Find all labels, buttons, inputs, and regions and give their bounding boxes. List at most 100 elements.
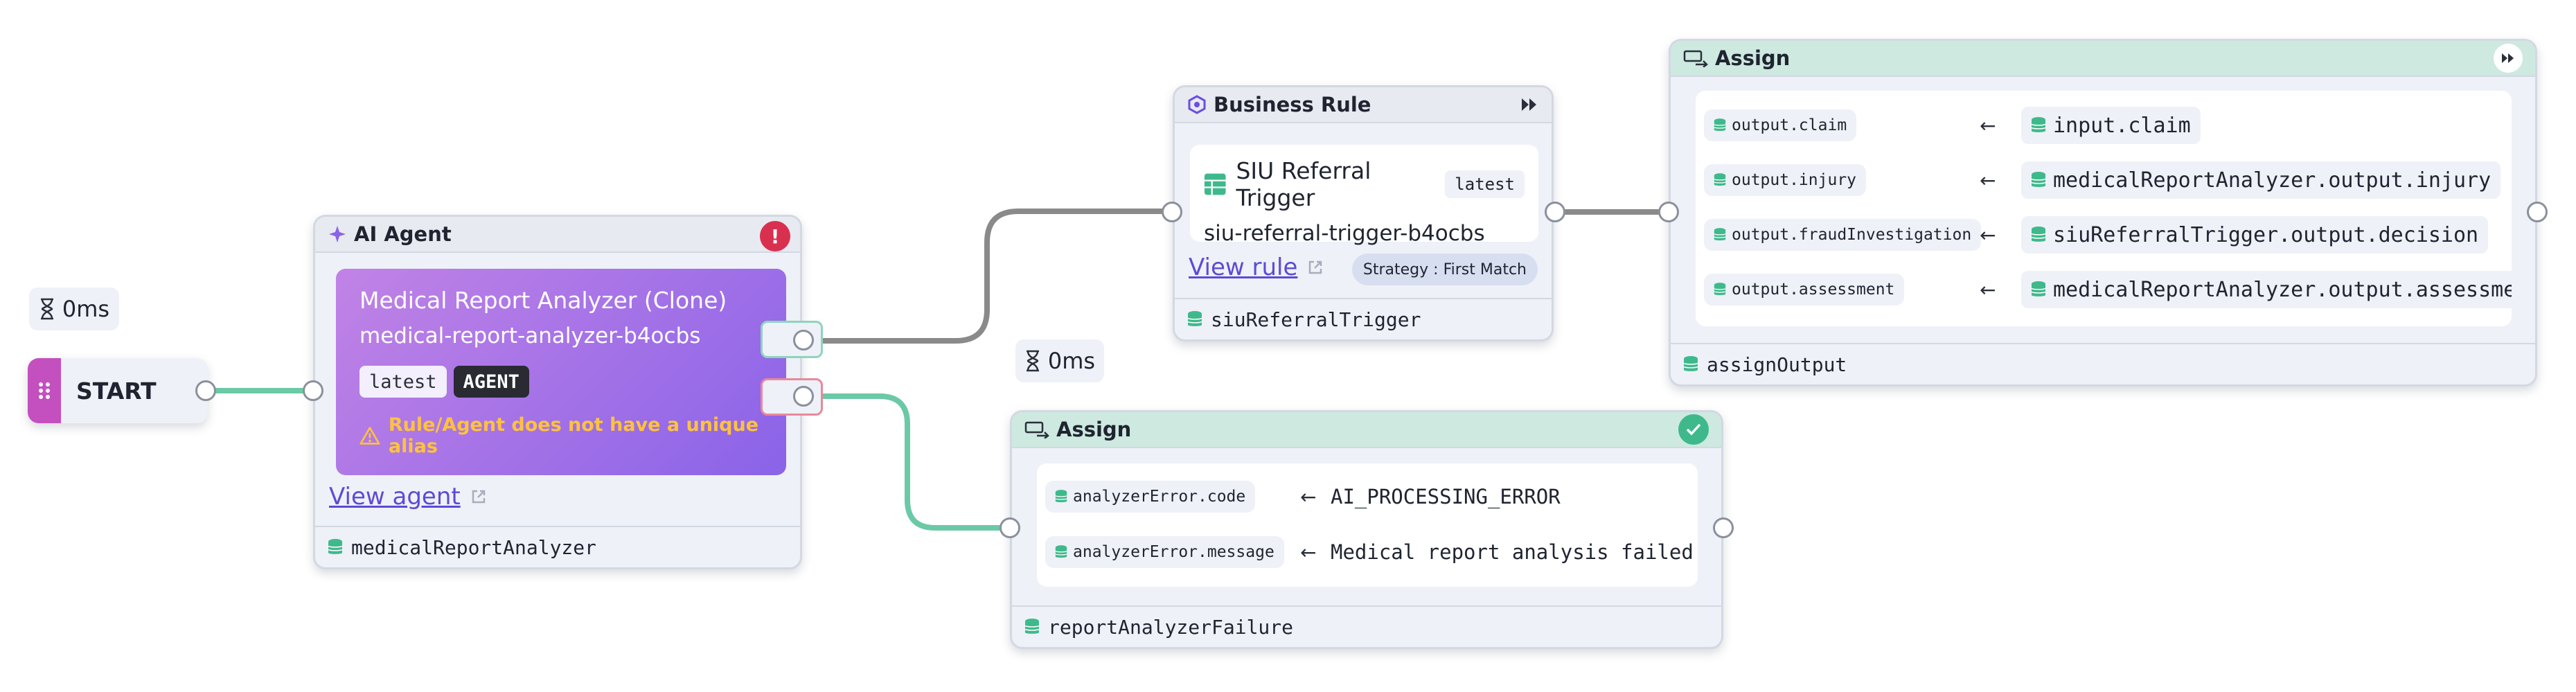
mapping-target: output.claim: [1704, 109, 1857, 141]
type-tag: AGENT: [453, 366, 529, 398]
start-output-port[interactable]: [195, 380, 216, 401]
hexagon-icon: [1188, 95, 1206, 114]
business-rule-title: Business Rule: [1214, 93, 1371, 116]
business-rule-node[interactable]: Business Rule SIU Referral Trigger lates…: [1173, 85, 1554, 341]
database-icon: [328, 539, 343, 554]
start-delay-value: 0ms: [62, 296, 110, 322]
agent-slug: medical-report-analyzer-b4ocbs: [359, 323, 701, 348]
edge-agent-failure-to-assign: [803, 393, 1010, 531]
left-arrow-icon: ←: [1980, 114, 1996, 137]
database-icon: [1714, 228, 1726, 241]
mapping-row: analyzerError.message ← Medical report ana…: [1037, 531, 1698, 573]
mapping-target: analyzerError.message: [1045, 536, 1284, 568]
assign-failure-output-port[interactable]: [1713, 517, 1734, 538]
grip-icon: [39, 382, 50, 399]
assign-icon: [1683, 50, 1708, 67]
agent-success-port[interactable]: [793, 330, 814, 351]
rule-card[interactable]: SIU Referral Trigger latest siu-referral…: [1190, 145, 1538, 246]
database-icon: [1187, 311, 1202, 326]
left-arrow-icon: ←: [1980, 168, 1996, 192]
mapping-row: analyzerError.code ← AI_PROCESSING_ERROR: [1037, 476, 1698, 517]
assign-delay-timer: 0ms: [1015, 339, 1104, 382]
assign-failure-footer: reportAnalyzerFailure: [1012, 605, 1721, 647]
start-label: START: [76, 377, 157, 405]
assign-delay-value: 0ms: [1047, 348, 1096, 374]
start-node[interactable]: START: [28, 358, 208, 423]
ai-agent-node[interactable]: AI Agent ! Medical Report Analyzer (Clon…: [313, 215, 802, 569]
agent-card[interactable]: Medical Report Analyzer (Clone) medical-…: [336, 269, 786, 475]
mapping-source: AI_PROCESSING_ERROR: [1331, 485, 1561, 508]
table-icon: [1204, 173, 1226, 195]
agent-name: Medical Report Analyzer (Clone): [359, 287, 727, 314]
rule-output-port[interactable]: [1545, 202, 1565, 222]
version-tag: latest: [359, 366, 447, 398]
agent-tags: latest AGENT: [359, 366, 763, 398]
assign-output-variable: assignOutput: [1707, 353, 1847, 376]
assign-icon: [1024, 421, 1049, 438]
database-icon: [1683, 356, 1698, 371]
mapping-source: Medical report analysis failed.: [1331, 540, 1698, 564]
database-icon: [1714, 118, 1726, 132]
mapping-row: output.injury←medicalReportAnalyzer.outp…: [1696, 159, 2512, 201]
mapping-row: output.fraudInvestigation←siuReferralTri…: [1696, 214, 2512, 256]
agent-failure-port[interactable]: [793, 386, 814, 407]
sparkle-icon: [329, 226, 346, 242]
left-arrow-icon: ←: [1300, 540, 1317, 564]
assign-output-output-port[interactable]: [2527, 202, 2548, 222]
assign-failure-title: Assign: [1056, 418, 1132, 441]
fast-forward-icon[interactable]: [1520, 97, 1539, 112]
assign-failure-input-port[interactable]: [1000, 517, 1020, 538]
check-icon: [1686, 423, 1701, 436]
run-button[interactable]: [2494, 44, 2523, 73]
database-icon: [1714, 173, 1726, 186]
rule-input-port[interactable]: [1162, 202, 1182, 222]
view-agent-text[interactable]: View agent: [329, 483, 461, 511]
left-arrow-icon: ←: [1980, 223, 1996, 247]
database-icon: [2031, 117, 2046, 132]
view-agent-link[interactable]: View agent: [329, 483, 488, 511]
database-icon: [2031, 227, 2046, 242]
database-icon: [1055, 490, 1067, 503]
hourglass-icon: [40, 298, 53, 320]
assign-output-input-port[interactable]: [1658, 202, 1679, 222]
business-rule-footer: siuReferralTrigger: [1175, 298, 1552, 339]
rule-version-tag: latest: [1445, 170, 1525, 198]
view-rule-text[interactable]: View rule: [1189, 254, 1298, 281]
external-link-icon: [472, 490, 485, 504]
ai-agent-title: AI Agent: [354, 222, 452, 246]
left-arrow-icon: ←: [1300, 485, 1317, 508]
fast-forward-icon: [2502, 53, 2514, 63]
hourglass-icon: [1026, 350, 1039, 372]
database-icon: [2031, 172, 2046, 187]
mapping-source: medicalReportAnalyzer.output.injury: [2021, 161, 2501, 199]
strategy-text: Strategy : First Match: [1362, 260, 1527, 278]
database-icon: [1714, 283, 1726, 296]
view-rule-link[interactable]: View rule: [1189, 254, 1325, 281]
drag-handle[interactable]: [28, 358, 61, 423]
external-link-icon: [1309, 260, 1322, 274]
mapping-row: output.claim ← input.claim: [1696, 105, 2512, 146]
assign-failure-variable: reportAnalyzerFailure: [1048, 615, 1294, 639]
assign-output-title: Assign: [1715, 46, 1791, 70]
assign-failure-node[interactable]: Assign analyzerError.code ← AI_PROCESSING_…: [1010, 410, 1723, 649]
alias-warning: Rule/Agent does not have a unique alias: [359, 414, 763, 457]
mapping-source: medicalReportAnalyzer.output.assessment: [2021, 271, 2512, 308]
assign-output-mappings: output.claim ← input.claim output.injury←me…: [1696, 91, 2512, 326]
assign-output-header: Assign: [1671, 41, 2535, 77]
error-icon: !: [770, 224, 780, 248]
assign-output-node[interactable]: Assign output.claim ← input.claim output.in…: [1669, 39, 2537, 387]
business-rule-header: Business Rule: [1175, 87, 1552, 123]
error-badge[interactable]: !: [760, 221, 790, 251]
warning-text: Rule/Agent does not have a unique alias: [388, 414, 759, 457]
start-delay-timer: 0ms: [29, 287, 119, 330]
mapping-target: analyzerError.code: [1045, 481, 1256, 513]
mapping-source: siuReferralTrigger.output.decision: [2021, 216, 2489, 254]
assign-failure-header: Assign: [1012, 412, 1721, 448]
mapping-target: output.assessment: [1704, 274, 1905, 305]
agent-input-port[interactable]: [303, 380, 323, 401]
mapping-row: output.assessment←medicalReportAnalyzer.…: [1696, 269, 2512, 310]
database-icon: [2031, 281, 2046, 296]
mapping-source: input.claim: [2021, 107, 2201, 144]
